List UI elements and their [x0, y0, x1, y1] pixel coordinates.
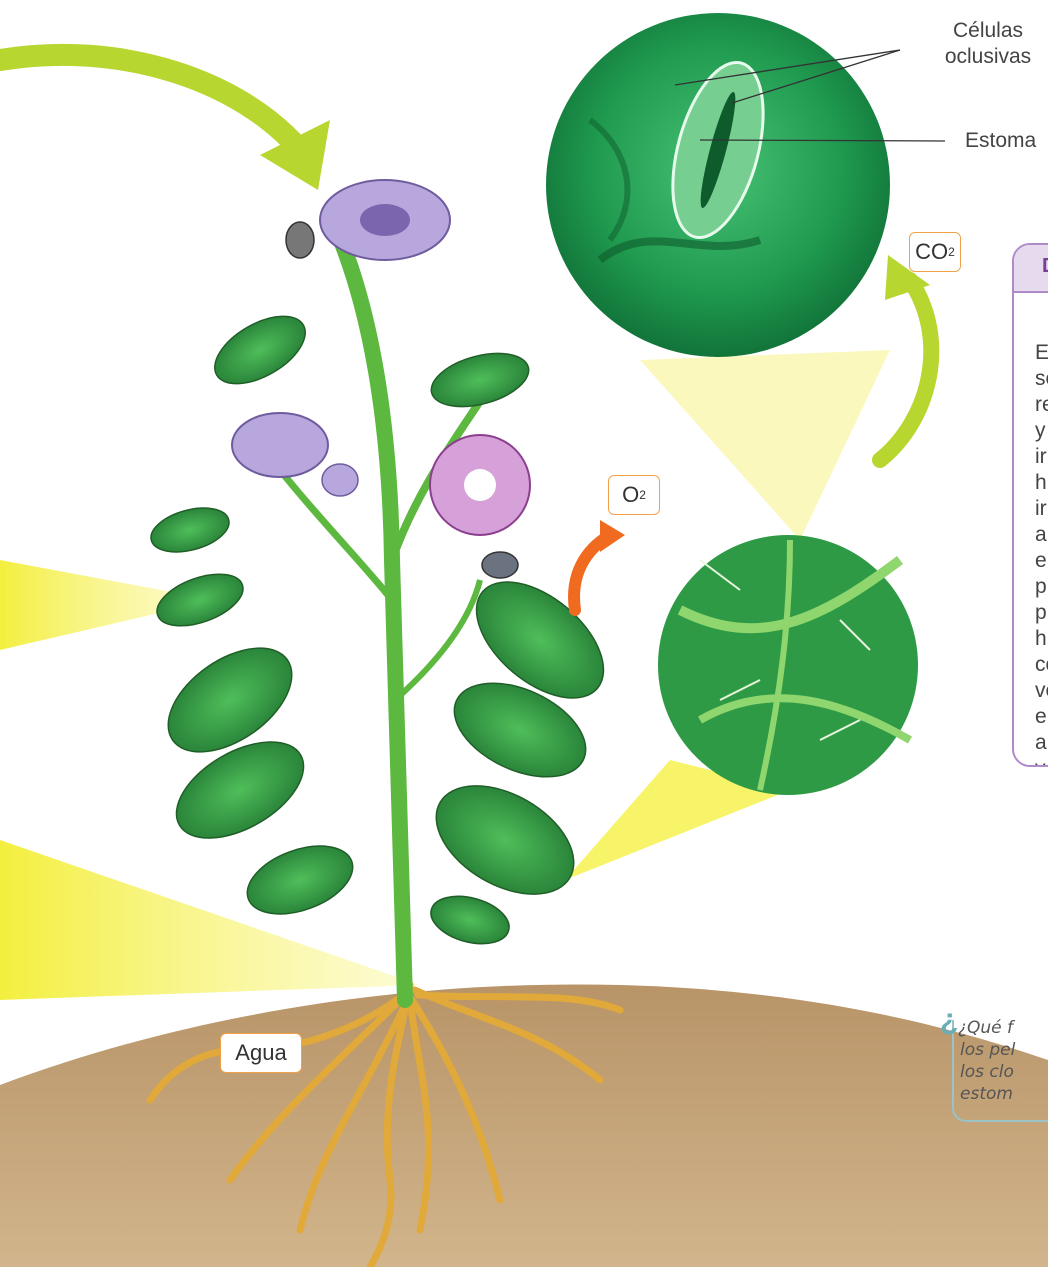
arrow-o2-head — [600, 520, 625, 552]
info-panel-line: co — [1035, 653, 1048, 677]
label-celulas-line1: Células — [928, 18, 1048, 44]
co2-subscript: 2 — [948, 245, 955, 259]
question-line: estom — [960, 1084, 1013, 1104]
info-panel-line: ve — [1035, 679, 1048, 703]
label-estoma: Estoma — [965, 128, 1036, 154]
label-celulas-line2: oclusivas — [928, 44, 1048, 70]
soil — [0, 984, 1048, 1267]
question-line: los clo — [960, 1062, 1014, 1082]
info-panel-line: a — [1035, 523, 1047, 547]
info-panel-line: h — [1035, 471, 1047, 495]
stomata-circle — [546, 13, 890, 357]
o2-text: O — [622, 482, 639, 508]
info-panel-header: D — [1014, 245, 1048, 293]
arrow-sunlight — [0, 55, 300, 150]
info-panel-line: y — [1035, 419, 1046, 443]
info-panel-title: D — [1042, 255, 1048, 278]
label-agua: Agua — [220, 1033, 302, 1073]
info-panel: D Esereyirhiraepphcoveeayd — [1012, 243, 1048, 767]
info-panel-line: e — [1035, 549, 1047, 573]
info-panel-line: re — [1035, 393, 1048, 417]
info-panel-line: se — [1035, 367, 1048, 391]
label-celulas-oclusivas: Células oclusivas — [928, 18, 1048, 70]
question-line: ¿Qué f — [958, 1018, 1013, 1038]
co2-text: CO — [915, 239, 948, 265]
info-panel-line: ir — [1035, 445, 1047, 469]
light-beam-upper-circle — [640, 350, 890, 540]
info-panel-line: y — [1035, 757, 1046, 767]
info-panel-line: E — [1035, 341, 1048, 365]
question-line: los pel — [960, 1040, 1015, 1060]
info-panel-line: p — [1035, 601, 1047, 625]
leaf-vein-circle — [658, 535, 918, 795]
arrow-co2 — [880, 280, 931, 460]
o2-subscript: 2 — [639, 488, 646, 502]
info-panel-line: e — [1035, 705, 1047, 729]
question-mark-icon: ¿ — [940, 1003, 958, 1037]
info-panel-line: p — [1035, 575, 1047, 599]
light-beam-bottom — [0, 840, 420, 1000]
info-panel-line: h — [1035, 627, 1047, 651]
info-panel-line: a — [1035, 731, 1047, 755]
info-panel-line: ir — [1035, 497, 1047, 521]
